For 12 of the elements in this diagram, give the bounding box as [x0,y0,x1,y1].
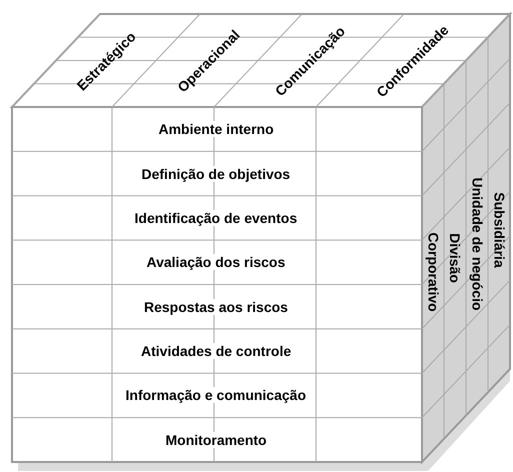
side-label: Unidade de negócio [469,178,485,310]
side-label: Divisão [446,233,463,283]
row-label: Ambiente interno [156,121,276,138]
row-label: Definição de objetivos [140,166,292,182]
side-label: Subsidiária [491,192,508,268]
row-label: Atividades de controle [139,343,294,360]
row-label: Monitoramento [164,432,269,448]
side-label: Corporativo [425,232,442,312]
row-label: Informação e comunicação [124,387,308,404]
row-label: Avaliação dos riscos [144,254,288,270]
row-label: Identificação de eventos [132,210,300,226]
row-label: Respostas aos riscos [142,298,290,315]
